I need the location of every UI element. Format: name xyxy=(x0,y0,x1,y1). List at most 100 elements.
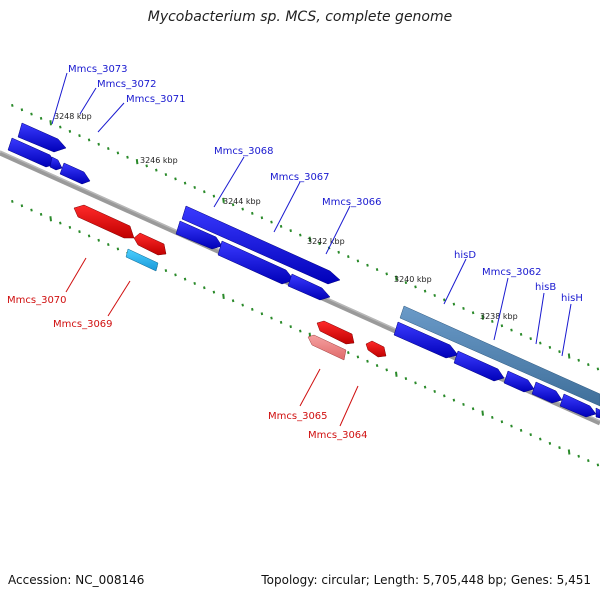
label-mmcs-3073[interactable]: Mmcs_3073 xyxy=(68,64,128,75)
gene-hisb-2[interactable] xyxy=(531,381,563,404)
gene-mmcs-3065b[interactable] xyxy=(307,334,347,361)
minor-tick xyxy=(529,433,532,437)
label-mmcs-3065[interactable]: Mmcs_3065 xyxy=(268,411,328,422)
minor-tick xyxy=(519,332,523,336)
minor-tick xyxy=(443,298,446,302)
gene-mmcs-3072b[interactable] xyxy=(49,156,63,171)
major-tick xyxy=(135,158,139,165)
minor-tick xyxy=(145,164,148,168)
minor-tick xyxy=(337,250,340,254)
minor-tick xyxy=(289,229,292,233)
minor-tick xyxy=(39,212,43,216)
minor-tick xyxy=(596,463,600,467)
gene-hish-2[interactable] xyxy=(595,407,600,419)
label-mmcs-3066[interactable]: Mmcs_3066 xyxy=(322,197,382,208)
minor-tick xyxy=(107,147,110,151)
major-tick xyxy=(567,353,571,359)
tick-label-3242: 3242 kbp xyxy=(307,237,345,246)
minor-tick xyxy=(30,208,33,212)
gene-mmcs-3070[interactable] xyxy=(73,204,135,239)
label-mmcs-3070[interactable]: Mmcs_3070 xyxy=(7,295,67,306)
major-tick xyxy=(395,275,398,281)
gene-mmcs-3071[interactable] xyxy=(59,162,91,185)
minor-tick xyxy=(414,285,417,289)
minor-tick xyxy=(558,446,561,450)
label-mmcs-3072[interactable]: Mmcs_3072 xyxy=(97,79,157,90)
minor-tick xyxy=(260,216,264,220)
gene-hisb[interactable] xyxy=(503,370,535,393)
tick-label-3240: 3240 kbp xyxy=(394,275,432,284)
minor-tick xyxy=(299,329,302,333)
minor-tick xyxy=(577,454,580,458)
minor-tick xyxy=(164,269,168,273)
gene-mmcs-3073[interactable] xyxy=(17,122,67,153)
minor-tick xyxy=(241,207,244,211)
minor-tick xyxy=(414,381,417,385)
minor-tick xyxy=(577,358,580,362)
minor-tick xyxy=(366,263,369,267)
minor-tick xyxy=(471,407,475,411)
tick-marks xyxy=(11,103,600,467)
minor-tick xyxy=(87,234,91,238)
minor-tick xyxy=(203,286,206,290)
minor-tick xyxy=(107,243,110,247)
minor-tick xyxy=(20,204,24,208)
label-mmcs-3067[interactable]: Mmcs_3067 xyxy=(270,172,330,183)
gene-mmcs-3067[interactable] xyxy=(175,220,223,250)
gene-mmcs-3065[interactable] xyxy=(316,320,355,345)
minor-tick xyxy=(155,168,158,172)
label-mmcs-3071[interactable]: Mmcs_3071 xyxy=(126,94,186,105)
minor-tick xyxy=(529,337,532,341)
minor-tick xyxy=(423,385,427,389)
minor-tick xyxy=(183,181,187,185)
minor-tick xyxy=(270,220,273,224)
gene-mmcs-3068[interactable] xyxy=(181,205,341,285)
label-mmcs-3062[interactable]: Mmcs_3062 xyxy=(482,267,542,278)
minor-tick xyxy=(452,302,456,306)
minor-tick xyxy=(548,441,552,445)
label-hisb[interactable]: hisB xyxy=(535,282,556,293)
minor-tick xyxy=(587,459,590,463)
major-tick xyxy=(49,216,52,222)
map-title: Mycobacterium sp. MCS, complete genome xyxy=(147,9,453,25)
minor-tick xyxy=(423,289,427,293)
minor-tick xyxy=(318,242,321,246)
gene-hisd[interactable] xyxy=(399,305,600,407)
forward-strand-genes xyxy=(7,122,600,419)
gene-mmcs-3062[interactable] xyxy=(393,321,459,359)
minor-tick xyxy=(433,293,436,297)
label-hisd[interactable]: hisD xyxy=(454,250,476,261)
gene-mmcs-3062b[interactable] xyxy=(453,350,505,382)
gene-hish[interactable] xyxy=(559,393,597,418)
minor-tick xyxy=(510,424,513,428)
gene-mmcs-3067b[interactable] xyxy=(217,240,295,285)
label-mmcs-3064[interactable]: Mmcs_3064 xyxy=(308,430,368,441)
minor-tick xyxy=(299,233,302,237)
label-mmcs-3068[interactable]: Mmcs_3068 xyxy=(214,146,274,157)
minor-tick xyxy=(11,199,14,203)
tick-label-3246: 3246 kbp xyxy=(140,156,178,165)
minor-tick xyxy=(11,103,14,107)
major-tick xyxy=(222,197,225,204)
minor-tick xyxy=(193,185,196,189)
minor-tick xyxy=(68,129,72,133)
tick-label-3244: 3244 kbp xyxy=(223,197,261,206)
major-tick xyxy=(481,314,484,320)
minor-tick xyxy=(87,138,91,142)
gene-mmcs-3064[interactable] xyxy=(365,340,387,358)
gene-mmcs-3069[interactable] xyxy=(125,248,159,272)
minor-tick xyxy=(270,316,273,320)
minor-tick xyxy=(539,341,542,345)
label-hish[interactable]: hisH xyxy=(561,293,583,304)
minor-tick xyxy=(212,194,216,198)
gene-mmcs-3070b[interactable] xyxy=(133,232,167,256)
gene-mmcs-3066[interactable] xyxy=(287,273,331,301)
minor-tick xyxy=(347,255,350,259)
label-mmcs-3069[interactable]: Mmcs_3069 xyxy=(53,319,113,330)
minor-tick xyxy=(78,134,81,138)
minor-tick xyxy=(500,420,504,424)
minor-tick xyxy=(404,281,408,285)
genome-summary-text: Topology: circular; Length: 5,705,448 bp… xyxy=(261,573,591,587)
minor-tick xyxy=(183,277,187,281)
minor-tick xyxy=(443,394,446,398)
